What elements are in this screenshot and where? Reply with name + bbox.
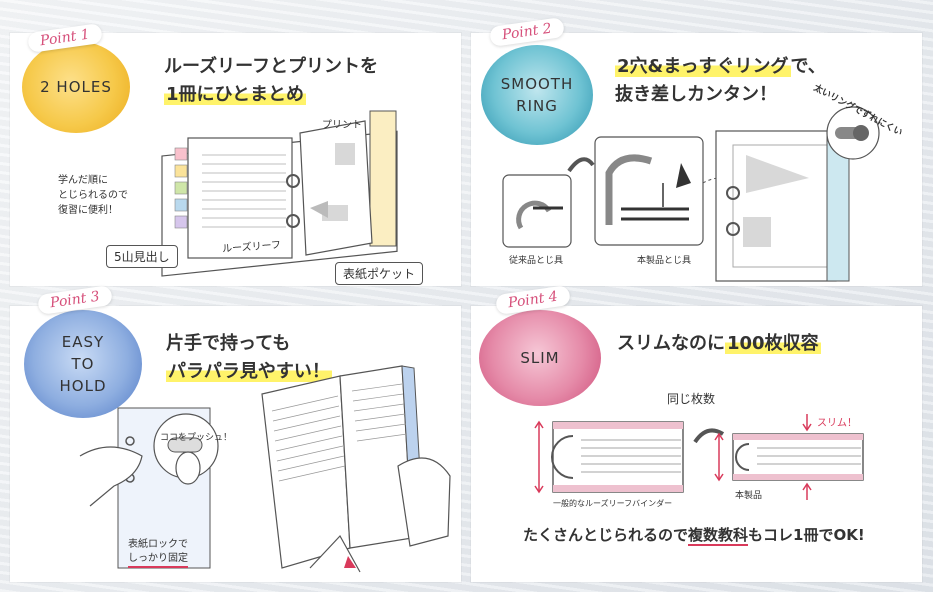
point-4-footer: たくさんとじられるので複数教科もコレ1冊でOK! xyxy=(523,524,865,546)
point-3-panel: EASY TO HOLD 片手で持っても パラパラ見やすい！ ココを xyxy=(10,306,461,582)
point-2-badge-line1: SMOOTH xyxy=(500,75,574,93)
point-4-headline-highlight: 100枚収容 xyxy=(725,333,821,354)
point-1-panel: 2 HOLES ルーズリーフとプリントを 1冊にひとまとめ 学んだ順に とじられ… xyxy=(10,33,461,286)
point-4-headline-rest: スリムなのに xyxy=(617,333,725,354)
cover-lock-caption-line2: しっかり固定 xyxy=(128,552,188,568)
point-3-badge: EASY TO HOLD xyxy=(24,310,142,418)
cover-lock-caption: 表紙ロックで しっかり固定 xyxy=(128,538,188,568)
binder-illustration xyxy=(161,110,398,277)
cover-pocket-label: 表紙ポケット xyxy=(335,262,424,285)
point-2-headline-line2: 抜き差しカンタン！ xyxy=(615,84,777,105)
point-1-note-line: 復習に便利！ xyxy=(58,205,118,216)
point-1-headline-line2: 1冊にひとまとめ xyxy=(164,84,306,105)
point-3-badge-line1: EASY xyxy=(61,333,105,351)
point-3-headline-line1: 片手で持っても xyxy=(166,333,291,354)
point-4-footer-post: もコレ1冊でOK! xyxy=(748,526,865,544)
point-4-footer-pre: たくさんとじられるので xyxy=(523,526,689,544)
point-4-badge: SLIM xyxy=(479,310,601,406)
point-1-badge-text: 2 HOLES xyxy=(40,78,112,96)
point-4-footer-underlined: 複数教科 xyxy=(688,526,749,546)
point-1-headline-line1: ルーズリーフとプリントを xyxy=(164,56,379,77)
point-1-note: 学んだ順に とじられるので 復習に便利！ xyxy=(58,173,128,218)
point-3-badge-line3: HOLD xyxy=(59,377,107,395)
ring-comparison-illustration xyxy=(502,106,880,282)
slim-comparison-illustration xyxy=(534,414,864,500)
point-1-note-line: 学んだ順に xyxy=(58,175,108,186)
point-2-headline-highlight: 2穴&まっすぐリング xyxy=(615,56,791,77)
conventional-ring-label: 従来品とじ具 xyxy=(509,256,564,266)
generic-binder-label: 一般的なルーズリーフバインダー xyxy=(553,499,673,508)
point-4-badge-text: SLIM xyxy=(520,349,560,367)
point-2-badge-line2: RING xyxy=(516,97,558,115)
point-3-headline: 片手で持っても パラパラ見やすい！ xyxy=(166,330,332,386)
point-2-headline: 2穴&まっすぐリングで、 抜き差しカンタン！ xyxy=(615,53,826,109)
slim-label: スリム！ xyxy=(817,418,857,429)
point-2-badge: SMOOTH RING xyxy=(481,45,593,145)
point-3-badge-line2: TO xyxy=(71,355,95,373)
index-tab-label: 5山見出し xyxy=(106,245,178,268)
point-1-headline: ルーズリーフとプリントを 1冊にひとまとめ xyxy=(164,53,378,109)
product-label: 本製品 xyxy=(735,491,763,501)
same-count-label: 同じ枚数 xyxy=(667,392,716,406)
print-label: プリント xyxy=(322,120,362,131)
cover-lock-caption-line1: 表紙ロックで xyxy=(128,539,188,550)
hold-illustration xyxy=(79,365,451,573)
push-here-label: ココをプッシュ！ xyxy=(160,433,233,443)
point-1-badge: 2 HOLES xyxy=(22,41,130,133)
point-2-panel: SMOOTH RING 2穴&まっすぐリングで、 抜き差しカンタン！ 従来品とじ… xyxy=(471,33,922,286)
point-1-note-line: とじられるので xyxy=(58,190,128,201)
product-ring-label: 本製品とじ具 xyxy=(637,256,692,266)
point-3-headline-line2: パラパラ見やすい！ xyxy=(166,361,332,382)
point-2-headline-rest: で、 xyxy=(790,56,826,77)
